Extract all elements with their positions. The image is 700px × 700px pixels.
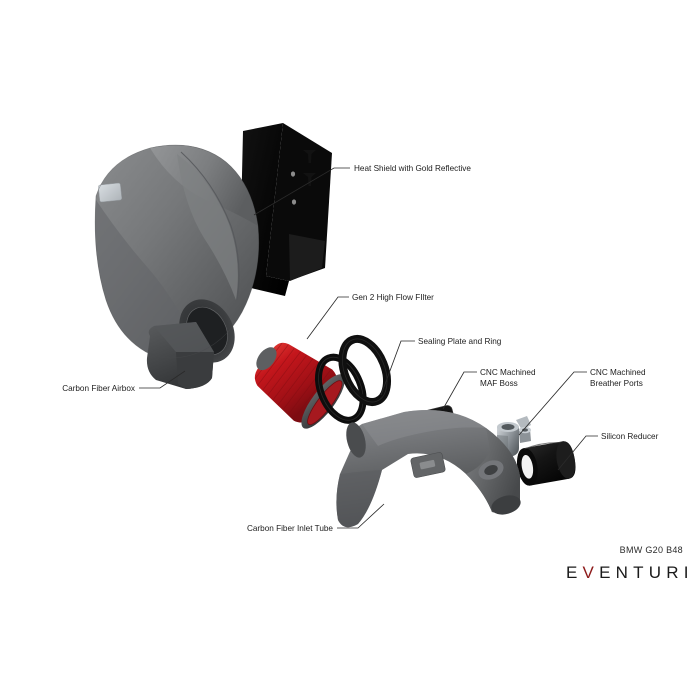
airbox-outline <box>94 144 260 359</box>
leader-sealing-plate <box>380 340 415 396</box>
part-carbon-fiber-inlet-tube <box>336 410 521 528</box>
brand-letter-t: T <box>633 563 649 582</box>
label-texts: Heat Shield with Gold Reflective Gen 2 H… <box>62 164 658 533</box>
part-carbon-fiber-airbox <box>94 144 260 389</box>
sealing-plate-rear-highlight <box>342 338 388 403</box>
label-silicon-reducer: Silicon Reducer <box>601 432 659 441</box>
branding-block: BMW G20 B48 EVENTURI <box>566 545 694 582</box>
inlet-tube-maf-slot <box>419 459 436 470</box>
label-gen2-filter: Gen 2 High Flow FIlter <box>352 293 434 302</box>
inlet-tube-lower-shade <box>336 470 382 528</box>
leader-carbon-fiber-airbox <box>139 370 186 389</box>
label-carbon-fiber-airbox: Carbon Fiber Airbox <box>62 384 135 393</box>
heat-shield-bolt-lower <box>303 173 316 186</box>
breather-port-main-bore <box>501 424 515 430</box>
inlet-tube-breather-hole <box>484 464 498 476</box>
airbox-side-shade <box>95 200 200 358</box>
heat-shield-gold-panel <box>289 234 325 281</box>
airbox-snorkel-face <box>176 352 214 389</box>
silicon-reducer-highlight <box>524 442 561 450</box>
sealing-ring-front-highlight <box>318 356 364 421</box>
airbox-snorkel-top <box>154 322 214 352</box>
brand-letter-n: N <box>616 563 633 582</box>
heat-shield-hole-upper <box>290 171 296 177</box>
leader-maf-boss <box>442 371 477 410</box>
sealing-plate-rear <box>338 334 391 406</box>
part-sealing-plate-and-ring <box>315 334 391 424</box>
part-silicon-reducer <box>516 441 576 486</box>
brand-letter-r: R <box>666 563 683 582</box>
brand-letter-u: U <box>649 563 666 582</box>
brand-letter-e1: E <box>566 563 583 582</box>
label-maf-boss-line2: MAF Boss <box>480 379 518 388</box>
airbox-crease-ridge <box>177 154 238 300</box>
brand-letter-v: V <box>583 563 600 582</box>
brand-wordmark: EVENTURI <box>566 563 694 582</box>
brand-letter-i: I <box>684 563 694 582</box>
heat-shield-hole-lower <box>291 199 297 205</box>
label-breather-ports-line1: CNC Machined <box>590 368 646 377</box>
inlet-tube-outlet <box>491 495 521 515</box>
label-breather-ports-line2: Breather Ports <box>590 379 643 388</box>
leader-gen2-filter <box>306 296 349 340</box>
inlet-tube-top-highlight <box>362 410 486 446</box>
brand-letter-e2: E <box>599 563 616 582</box>
brand-model-text: BMW G20 B48 <box>620 545 683 555</box>
label-heat-shield: Heat Shield with Gold Reflective <box>354 164 471 173</box>
airbox-crease-line <box>180 151 240 301</box>
leader-heat-shield <box>253 167 350 216</box>
leader-carbon-fiber-inlet-tube <box>337 503 385 529</box>
label-carbon-fiber-inlet-tube: Carbon Fiber Inlet Tube <box>247 524 333 533</box>
heat-shield-bolt-upper <box>303 150 316 163</box>
label-sealing-plate: Sealing Plate and Ring <box>418 337 502 346</box>
leader-silicon-reducer <box>557 435 598 471</box>
leader-breather-ports <box>518 371 587 436</box>
airbox-id-plate <box>98 182 122 203</box>
leader-lines <box>139 167 598 529</box>
filter-nose-cap <box>256 347 277 371</box>
breather-port-tab <box>516 416 531 430</box>
inlet-tube-inlet-mouth <box>346 422 366 458</box>
label-maf-boss-line1: CNC Machined <box>480 368 536 377</box>
silicon-reducer-bore <box>521 454 534 479</box>
